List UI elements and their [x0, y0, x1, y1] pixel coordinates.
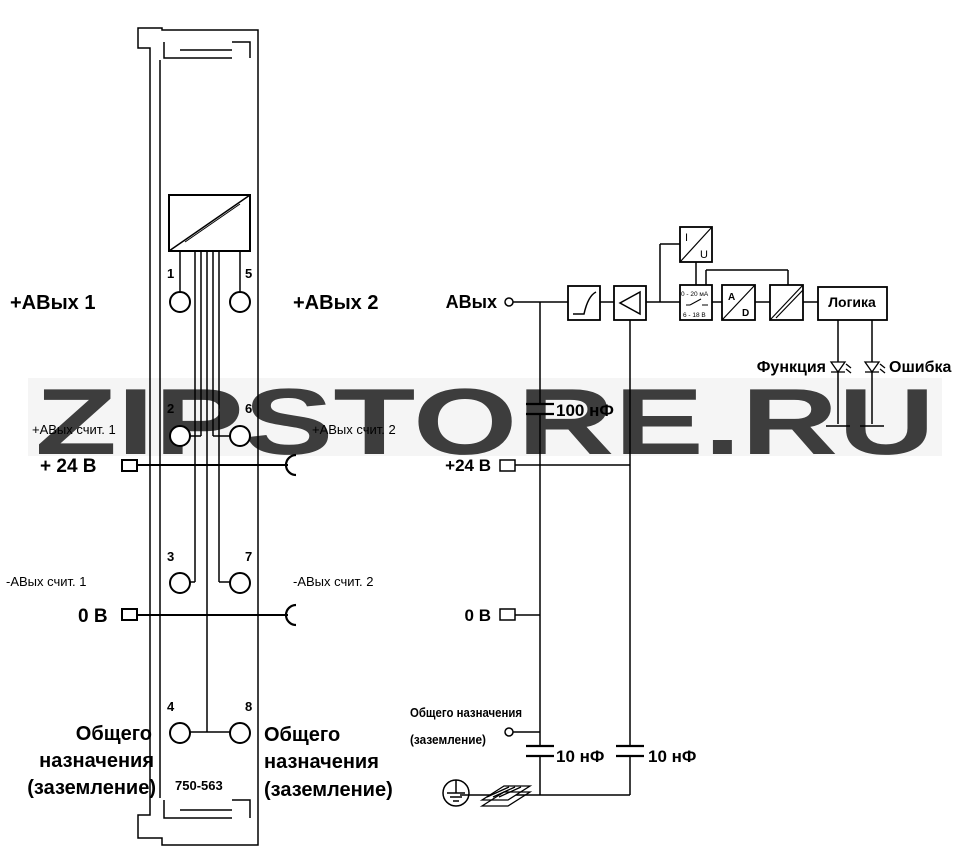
amplifier-block [613, 285, 647, 321]
logic-block: Логика [817, 286, 888, 321]
terminals [169, 291, 251, 744]
label-aout1-sense-plus: +АВых счит. 1 [32, 422, 116, 437]
label-cap-10nf-b: 10 нФ [648, 747, 696, 766]
label-gp-right-a: Общего назначения [410, 706, 522, 720]
terminal-2[interactable] [169, 425, 191, 447]
iu-label-i: I [685, 232, 688, 244]
ad-label-a: A [728, 292, 735, 303]
ad-label-d: D [742, 308, 749, 319]
label-gp-right-2: назначения [264, 751, 379, 773]
led-function-icon [829, 361, 852, 374]
led-error-icon [863, 361, 886, 374]
left-power-rails [121, 453, 297, 627]
label-gp-right-3: (заземление) [264, 779, 393, 801]
label-cap-100nf: 100 нФ [556, 401, 614, 420]
converter-block [168, 194, 251, 252]
frame-ground-icon [479, 785, 533, 807]
terminal-number-6: 6 [245, 401, 252, 416]
terminal-number-7: 7 [245, 549, 252, 564]
terminal-number-4: 4 [167, 699, 175, 714]
label-model: 750-563 [175, 778, 223, 793]
label-aout2-sense-minus: -АВых счит. 2 [293, 574, 373, 589]
label-aout1-sense-minus: -АВых счит. 1 [6, 574, 86, 589]
label-gp-right-b: (заземление) [410, 733, 486, 747]
label-cap-10nf-a: 10 нФ [556, 747, 604, 766]
right-schematic-lines [460, 243, 884, 796]
terminal-numbers: 1 5 2 6 3 7 4 8 [167, 266, 252, 714]
label-supply-24v-left: + 24 В [40, 456, 97, 477]
label-zero-v-right: 0 В [465, 606, 491, 625]
terminal-6[interactable] [229, 425, 251, 447]
label-aout2-sense-plus: +АВых счит. 2 [312, 422, 396, 437]
terminal-number-2: 2 [167, 401, 174, 416]
left-0v-contact [121, 608, 138, 621]
label-gp-right-1: Общего [264, 724, 340, 746]
terminal-5[interactable] [229, 291, 251, 313]
ad-converter-block: A D [721, 284, 756, 321]
internal-bus [179, 251, 241, 733]
label-aout1: +АВых 1 [10, 292, 95, 314]
terminal-7[interactable] [229, 572, 251, 594]
iu-block: I U [679, 226, 713, 263]
terminal-number-1: 1 [167, 266, 174, 281]
logic-label: Логика [828, 294, 876, 310]
range-switch-block: 0 - 20 мА 6 - 18 В [679, 284, 713, 321]
terminal-3[interactable] [169, 572, 191, 594]
label-error: Ошибка [889, 359, 952, 376]
label-gp-left-1: Общего [76, 723, 152, 745]
label-supply-24v-right: +24 В [445, 456, 491, 475]
terminal-1[interactable] [169, 291, 191, 313]
label-aout2: +АВых 2 [293, 292, 378, 314]
terminal-number-3: 3 [167, 549, 174, 564]
label-zero-v-left: 0 В [78, 606, 108, 627]
label-gp-left-3: (заземление) [27, 777, 156, 799]
watermark: ZIPSTORE.RU [28, 369, 942, 474]
isolation-block [769, 284, 804, 321]
terminal-number-5: 5 [245, 266, 252, 281]
module-housing [137, 27, 259, 846]
terminal-number-8: 8 [245, 699, 252, 714]
capacitors [526, 402, 644, 758]
left-labels: +АВых 1 +АВых 2 +АВых счит. 1 +АВых счит… [6, 292, 396, 801]
watermark-text: ZIPSTORE.RU [35, 369, 935, 474]
label-gp-left-2: назначения [39, 750, 154, 772]
terminal-8[interactable] [229, 722, 251, 744]
label-function: Функция [757, 359, 826, 376]
label-aout-right: АВых [446, 292, 497, 312]
ground-icon [442, 779, 470, 807]
left-24v-contact [121, 459, 138, 472]
terminal-4[interactable] [169, 722, 191, 744]
range-label-2: 6 - 18 В [683, 312, 706, 319]
right-labels: АВых 100 нФ +24 В 0 В Общего назначения … [410, 292, 952, 766]
filter-block [567, 285, 601, 321]
iu-label-u: U [700, 249, 708, 261]
range-label-1: 0 - 20 мА [681, 291, 709, 298]
